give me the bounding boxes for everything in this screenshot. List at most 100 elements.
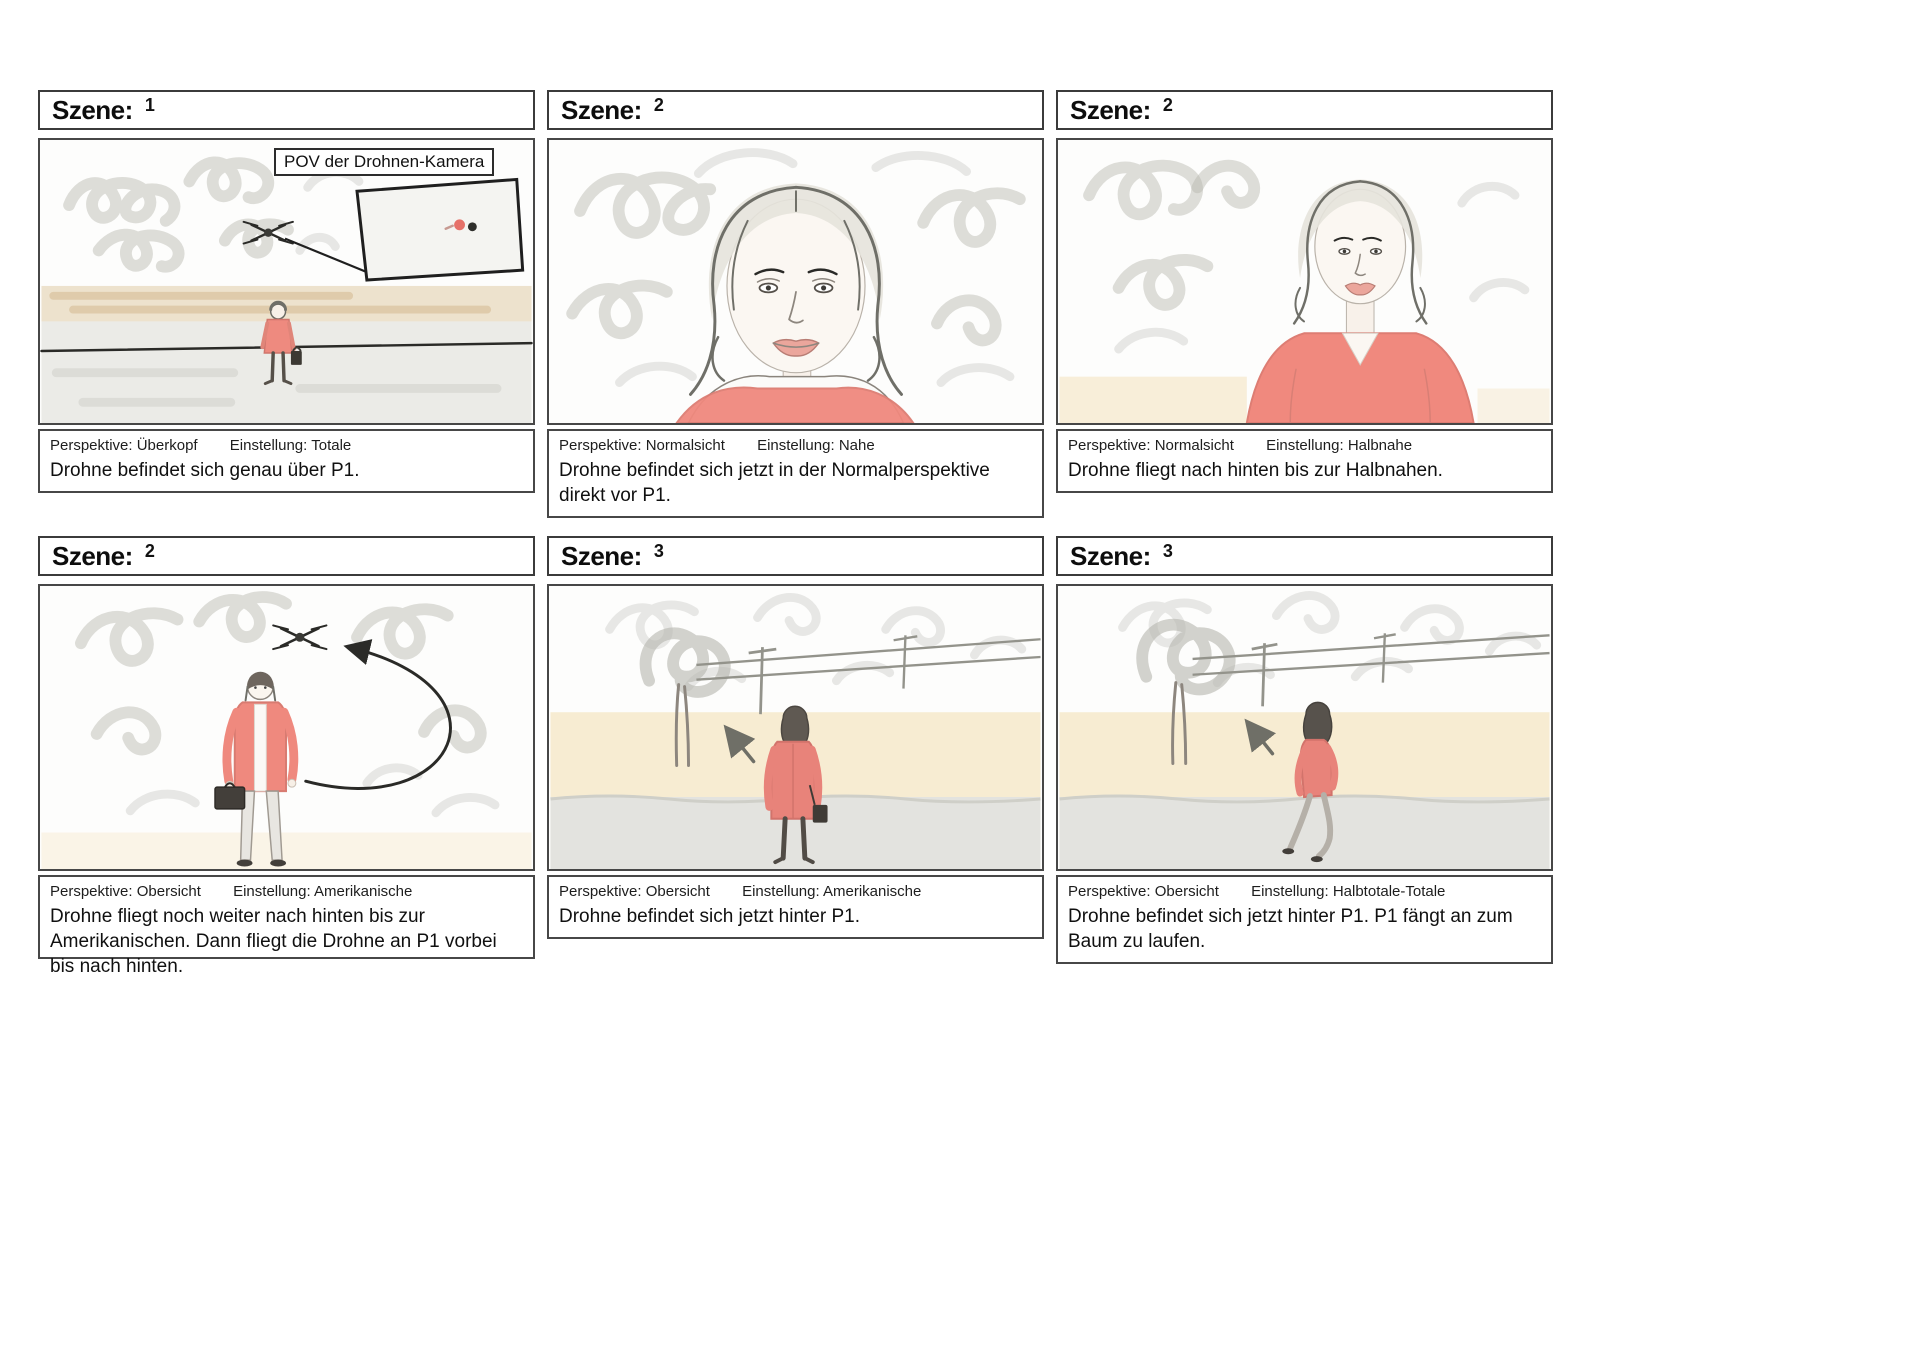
scene-sketch-medium-closeup: [1056, 138, 1553, 425]
shot-meta: Perspektive: Obersicht Einstellung: Amer…: [559, 883, 1032, 900]
cloud-scribbles: [74, 591, 500, 818]
shot-description: Drohne befindet sich jetzt in der Normal…: [559, 460, 990, 506]
storyboard-panel-5: Szene: 3: [547, 536, 1044, 939]
scene-number: 2: [1162, 94, 1173, 115]
perspective-label: Perspektive:: [559, 437, 642, 454]
setting-meta: Einstellung: Halbnahe: [1266, 437, 1412, 454]
callout-line: [284, 237, 368, 274]
person-p1-sketch: [1245, 179, 1475, 423]
shot-description: Drohne fliegt nach hinten bis zur Halbna…: [1068, 460, 1443, 481]
perspective-meta: Perspektive: Obersicht: [559, 883, 710, 900]
setting-meta: Einstellung: Nahe: [757, 437, 875, 454]
scene-sketch-behind: [547, 584, 1044, 871]
setting-value: Amerikanische: [314, 883, 413, 900]
scene-sketch-overhead: POV der Drohnen-Kamera: [38, 138, 535, 425]
setting-value: Halbnahe: [1347, 437, 1413, 454]
behind-person-sketch: [550, 593, 1041, 869]
face-sketch: [689, 183, 903, 396]
road-edge: [1059, 794, 1550, 804]
shot-description: Drohne befindet sich jetzt hinter P1. P1…: [1068, 906, 1513, 952]
scene-number: 1: [144, 94, 155, 115]
scene-number: 2: [144, 540, 155, 561]
shot-meta: Perspektive: Normalsicht Einstellung: Ha…: [1068, 437, 1541, 454]
cloud-scribbles: [566, 148, 1026, 388]
scene-header: Szene: 2: [1056, 90, 1553, 130]
scene-number: 2: [653, 94, 664, 115]
perspective-label: Perspektive:: [1068, 437, 1151, 454]
setting-label: Einstellung:: [1251, 883, 1329, 900]
drone-icon: [272, 624, 328, 651]
scene-label: Szene:: [52, 540, 133, 571]
scene-number: 3: [653, 540, 664, 561]
scene-header: Szene: 1: [38, 90, 535, 130]
setting-label: Einstellung:: [1266, 437, 1344, 454]
shot-notes: Perspektive: Normalsicht Einstellung: Na…: [547, 429, 1044, 518]
scene-label: Szene:: [1070, 540, 1151, 571]
power-lines-sketch: [1192, 633, 1550, 707]
closeup-face-sketch: [566, 148, 1026, 423]
scene-label: Szene:: [52, 94, 133, 125]
scene-sketch-walking: [1056, 584, 1553, 871]
scene-label: Szene:: [561, 540, 642, 571]
storyboard-panel-2: Szene: 2: [547, 90, 1044, 518]
scene-label: Szene:: [1070, 94, 1151, 125]
drone-orbit-sketch: [41, 591, 532, 869]
perspective-value: Normalsicht: [1154, 437, 1234, 454]
cloud-scribbles: [1083, 159, 1530, 354]
setting-value: Nahe: [838, 437, 875, 454]
flight-path-arrow: [304, 639, 452, 790]
walking-to-tree-sketch: [1059, 591, 1550, 869]
person-p1-sketch: [214, 671, 299, 867]
perspective-value: Obersicht: [136, 883, 201, 900]
tree-sketch: [1136, 618, 1236, 765]
pov-camera-label: POV der Drohnen-Kamera: [274, 148, 495, 176]
tree-sketch: [639, 627, 731, 767]
setting-value: Totale: [311, 437, 352, 454]
shot-notes: Perspektive: Obersicht Einstellung: Amer…: [38, 875, 535, 977]
scene-sketch-closeup: [547, 138, 1044, 425]
person-p1-sketch: [1282, 701, 1339, 863]
perspective-meta: Perspektive: Obersicht: [1068, 883, 1219, 900]
perspective-meta: Perspektive: Überkopf: [50, 437, 198, 454]
storyboard-panel-3: Szene: 2: [1056, 90, 1553, 493]
face-sketch: [1292, 179, 1428, 325]
perspective-label: Perspektive:: [1068, 883, 1151, 900]
setting-value: Amerikanische: [823, 883, 922, 900]
perspective-meta: Perspektive: Normalsicht: [1068, 437, 1234, 454]
setting-meta: Einstellung: Amerikanische: [233, 883, 412, 900]
shot-notes: Perspektive: Obersicht Einstellung: Amer…: [547, 875, 1044, 939]
direction-arrow: [1244, 718, 1277, 756]
setting-meta: Einstellung: Halbtotale-Totale: [1251, 883, 1445, 900]
pov-screen-sketch: [355, 177, 525, 282]
perspective-value: Obersicht: [645, 883, 710, 900]
scene-label: Szene:: [561, 94, 642, 125]
person-p1-sketch: [763, 705, 828, 865]
shot-meta: Perspektive: Überkopf Einstellung: Total…: [50, 437, 523, 454]
perspective-meta: Perspektive: Obersicht: [50, 883, 201, 900]
person-p1-sketch: [675, 183, 915, 423]
drone-icon: [242, 220, 294, 245]
beige-band: [41, 832, 532, 869]
beige-band: [1059, 376, 1247, 423]
setting-label: Einstellung:: [757, 437, 835, 454]
setting-label: Einstellung:: [742, 883, 820, 900]
medium-closeup-sketch: [1059, 159, 1550, 423]
person-p1-sketch: [260, 300, 302, 386]
storyboard-row-2: Szene: 2: [38, 536, 1553, 977]
setting-label: Einstellung:: [229, 437, 308, 454]
perspective-value: Obersicht: [1154, 883, 1219, 900]
scene-sketch-orbit: [38, 584, 535, 871]
scene-number: 3: [1162, 540, 1173, 561]
storyboard-panel-1: Szene: 1 POV der Drohnen-Kamera: [38, 90, 535, 493]
power-lines-sketch: [696, 635, 1041, 715]
perspective-meta: Perspektive: Normalsicht: [559, 437, 725, 454]
tan-field-band: [41, 285, 532, 322]
scene-header: Szene: 2: [38, 536, 535, 576]
shot-meta: Perspektive: Normalsicht Einstellung: Na…: [559, 437, 1032, 454]
ground-streaks: [51, 368, 502, 407]
storyboard-panel-4: Szene: 2: [38, 536, 535, 977]
perspective-label: Perspektive:: [559, 883, 642, 900]
overhead-drone-sketch: [40, 156, 533, 423]
perspective-value: Normalsicht: [645, 437, 725, 454]
